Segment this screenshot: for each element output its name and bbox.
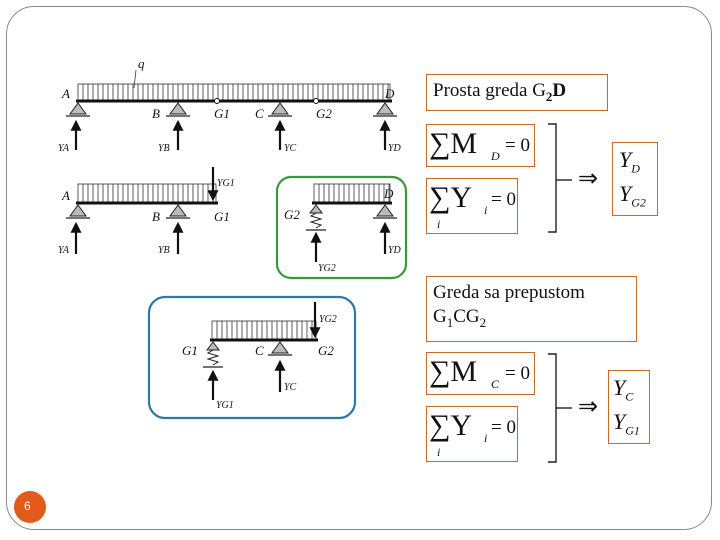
panel-2-eq2-box: ∑Y i i = 0: [426, 406, 518, 462]
support-b-1: [166, 102, 190, 117]
reaction-ya-1: YA: [58, 143, 70, 154]
reaction-ya-2: YA: [58, 245, 70, 256]
hinge-g1-1: [214, 98, 220, 104]
panel-1-title-end: D: [552, 80, 567, 101]
panel-1-title-main: Prosta greda G: [433, 80, 546, 101]
panel-2-title-line2: G1CG2: [433, 306, 487, 330]
panel-2-title: Greda sa prepustom G1CG2: [426, 276, 637, 342]
panel-2-result-2: YG1: [613, 409, 640, 438]
node-g2-3: G2: [284, 207, 300, 222]
reaction-yg1-4: YG1: [216, 400, 234, 411]
spring-g2-3: [306, 204, 326, 231]
hinge-force-label-2: YG1: [217, 178, 235, 189]
panel-2-eq2-sum: ∑Y: [429, 409, 473, 442]
support-d-3: [373, 204, 397, 219]
hinge-force-label-4: YG2: [319, 314, 337, 325]
page-number: 6: [24, 499, 31, 513]
beam-1: q A B G1 C G2 D YA: [58, 56, 402, 154]
reaction-arrows-2: [70, 221, 184, 254]
panel-2-eq1-sum: ∑M: [429, 355, 478, 388]
support-c-4: [268, 341, 292, 356]
node-g1-2: G1: [214, 209, 230, 224]
node-b-1: B: [152, 106, 160, 121]
node-c-1: C: [255, 106, 264, 121]
panel-2-eq2-rhs: = 0: [491, 417, 516, 438]
green-frame: [275, 175, 408, 280]
panel-1-result-2: YG2: [619, 181, 646, 210]
panel-1-eq2-box: ∑Y i i = 0: [426, 178, 518, 234]
spring-g1-4: [203, 341, 223, 368]
panel-1-eq1-sum: ∑M: [429, 127, 478, 160]
brace-1: [548, 123, 572, 233]
node-g2-4: G2: [318, 343, 334, 358]
reaction-arrows-4: [207, 359, 286, 400]
reaction-arrows-1: [70, 119, 391, 150]
node-a-2: A: [61, 188, 70, 203]
reaction-yb-1: YB: [158, 143, 170, 154]
node-d-3: D: [383, 186, 394, 201]
reaction-yd-3: YD: [388, 245, 402, 256]
node-d-1: D: [384, 86, 395, 101]
brace-2: [548, 353, 572, 463]
support-b-2: [166, 204, 190, 219]
panel-2-results-box: YC YG1: [608, 370, 650, 444]
panel-2-eq2-under: i: [437, 445, 441, 459]
panel-2-eq1-sub: C: [491, 377, 500, 391]
page-number-badge: [14, 491, 46, 523]
reaction-yc-1: YC: [284, 143, 297, 154]
support-a-1: [66, 102, 90, 117]
panel-1-eq1-sub: D: [491, 149, 500, 163]
panel-2-eq1-rhs: = 0: [505, 363, 530, 384]
panel-2-eq1-box: ∑M C = 0: [426, 352, 535, 395]
node-a-1: A: [61, 86, 70, 101]
panel-1-eq2-sum: ∑Y: [429, 181, 473, 214]
reaction-yc-4: YC: [284, 382, 297, 393]
distributed-load-4: [211, 320, 317, 340]
reaction-yb-2: YB: [158, 245, 170, 256]
beam-2: A B G1 YG1 YA YB: [58, 167, 235, 256]
panel-1-title-sub: 2: [545, 88, 553, 104]
support-a-2: [66, 204, 90, 219]
panel-2-title-line1: Greda sa prepustom: [433, 282, 585, 303]
node-g2-1: G2: [316, 106, 332, 121]
node-c-4: C: [255, 343, 264, 358]
panel-2-arrow: ⇒: [578, 394, 599, 420]
beam-3: D G2 YG2 YD: [275, 175, 408, 280]
panel-1-results-box: YD YG2: [612, 142, 658, 216]
panel-1-eq2-under: i: [437, 217, 441, 231]
hinge-g2-1: [313, 98, 319, 104]
reaction-arrows-3: [310, 221, 391, 262]
support-d-1: [373, 102, 397, 117]
blue-frame: [147, 295, 357, 420]
beam-4: G1 C G2 YG2 YG1 YC: [147, 295, 357, 420]
node-g1-4: G1: [182, 343, 198, 358]
reaction-yg2-3: YG2: [318, 263, 336, 274]
distributed-load-3: [313, 183, 391, 203]
panel-1-result-1: YD: [619, 147, 640, 176]
panel-1-eq2-sub: i: [484, 203, 488, 217]
load-pointer: [133, 69, 137, 89]
distributed-load-1: [77, 83, 391, 101]
reaction-yd-1: YD: [388, 143, 402, 154]
node-b-2: B: [152, 209, 160, 224]
panel-2-eq2-sub: i: [484, 431, 488, 445]
panel-1-arrow: ⇒: [578, 166, 599, 192]
distributed-load-2: [77, 183, 217, 203]
panel-1-eq1-box: ∑M D = 0: [426, 124, 535, 167]
load-label: q: [138, 56, 145, 71]
panel-1-eq2-rhs: = 0: [491, 189, 516, 210]
panel-1-eq1-rhs: = 0: [505, 135, 530, 156]
node-g1-1: G1: [214, 106, 230, 121]
panel-2-result-1: YC: [613, 375, 634, 404]
panel-1-title: Prosta greda G2D: [426, 74, 608, 111]
support-c-1: [268, 102, 292, 117]
